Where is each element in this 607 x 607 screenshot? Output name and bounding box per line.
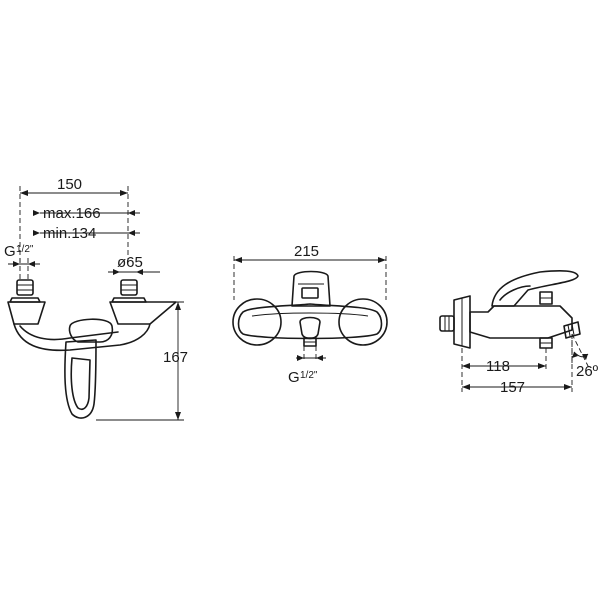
dim-118-label: 118: [486, 358, 510, 375]
dim-215-label: 215: [294, 243, 319, 260]
top-faucet-body: [232, 270, 388, 347]
dim-157-label: 157: [500, 379, 525, 396]
dim-118: 118: [461, 348, 547, 392]
dim-angle-label: 26º: [576, 363, 599, 380]
top-view: 215 G 1/2": [232, 243, 388, 386]
side-view: 118 157 26º: [439, 270, 599, 396]
thread-frac-top: 1/2": [300, 370, 318, 381]
thread-label-top: G 1/2": [288, 346, 326, 386]
dim-167-label: 167: [163, 349, 188, 366]
dim-max: max.166: [33, 205, 140, 222]
dim-150: 150: [19, 176, 129, 262]
dim-150-label: 150: [57, 176, 82, 193]
dim-diameter: ø65: [108, 254, 160, 275]
thread-frac-front: 1/2": [16, 244, 34, 255]
dim-diameter-label: ø65: [117, 254, 143, 271]
side-faucet-body: [439, 270, 581, 349]
thread-g-top: G: [288, 369, 300, 386]
dim-max-label: max.166: [43, 205, 101, 222]
dim-angle: 26º: [571, 333, 599, 380]
front-view: 150 max.166 min.134 G 1/2" ø65: [4, 176, 188, 421]
thread-label-front: G 1/2": [4, 243, 40, 280]
dim-157: 157: [462, 340, 573, 396]
front-faucet-body: [7, 279, 177, 419]
dim-min-label: min.134: [43, 225, 96, 242]
dim-min: min.134: [33, 225, 140, 242]
dim-215: 215: [233, 243, 387, 300]
thread-g-front: G: [4, 243, 16, 260]
dim-167: 167: [96, 301, 188, 421]
